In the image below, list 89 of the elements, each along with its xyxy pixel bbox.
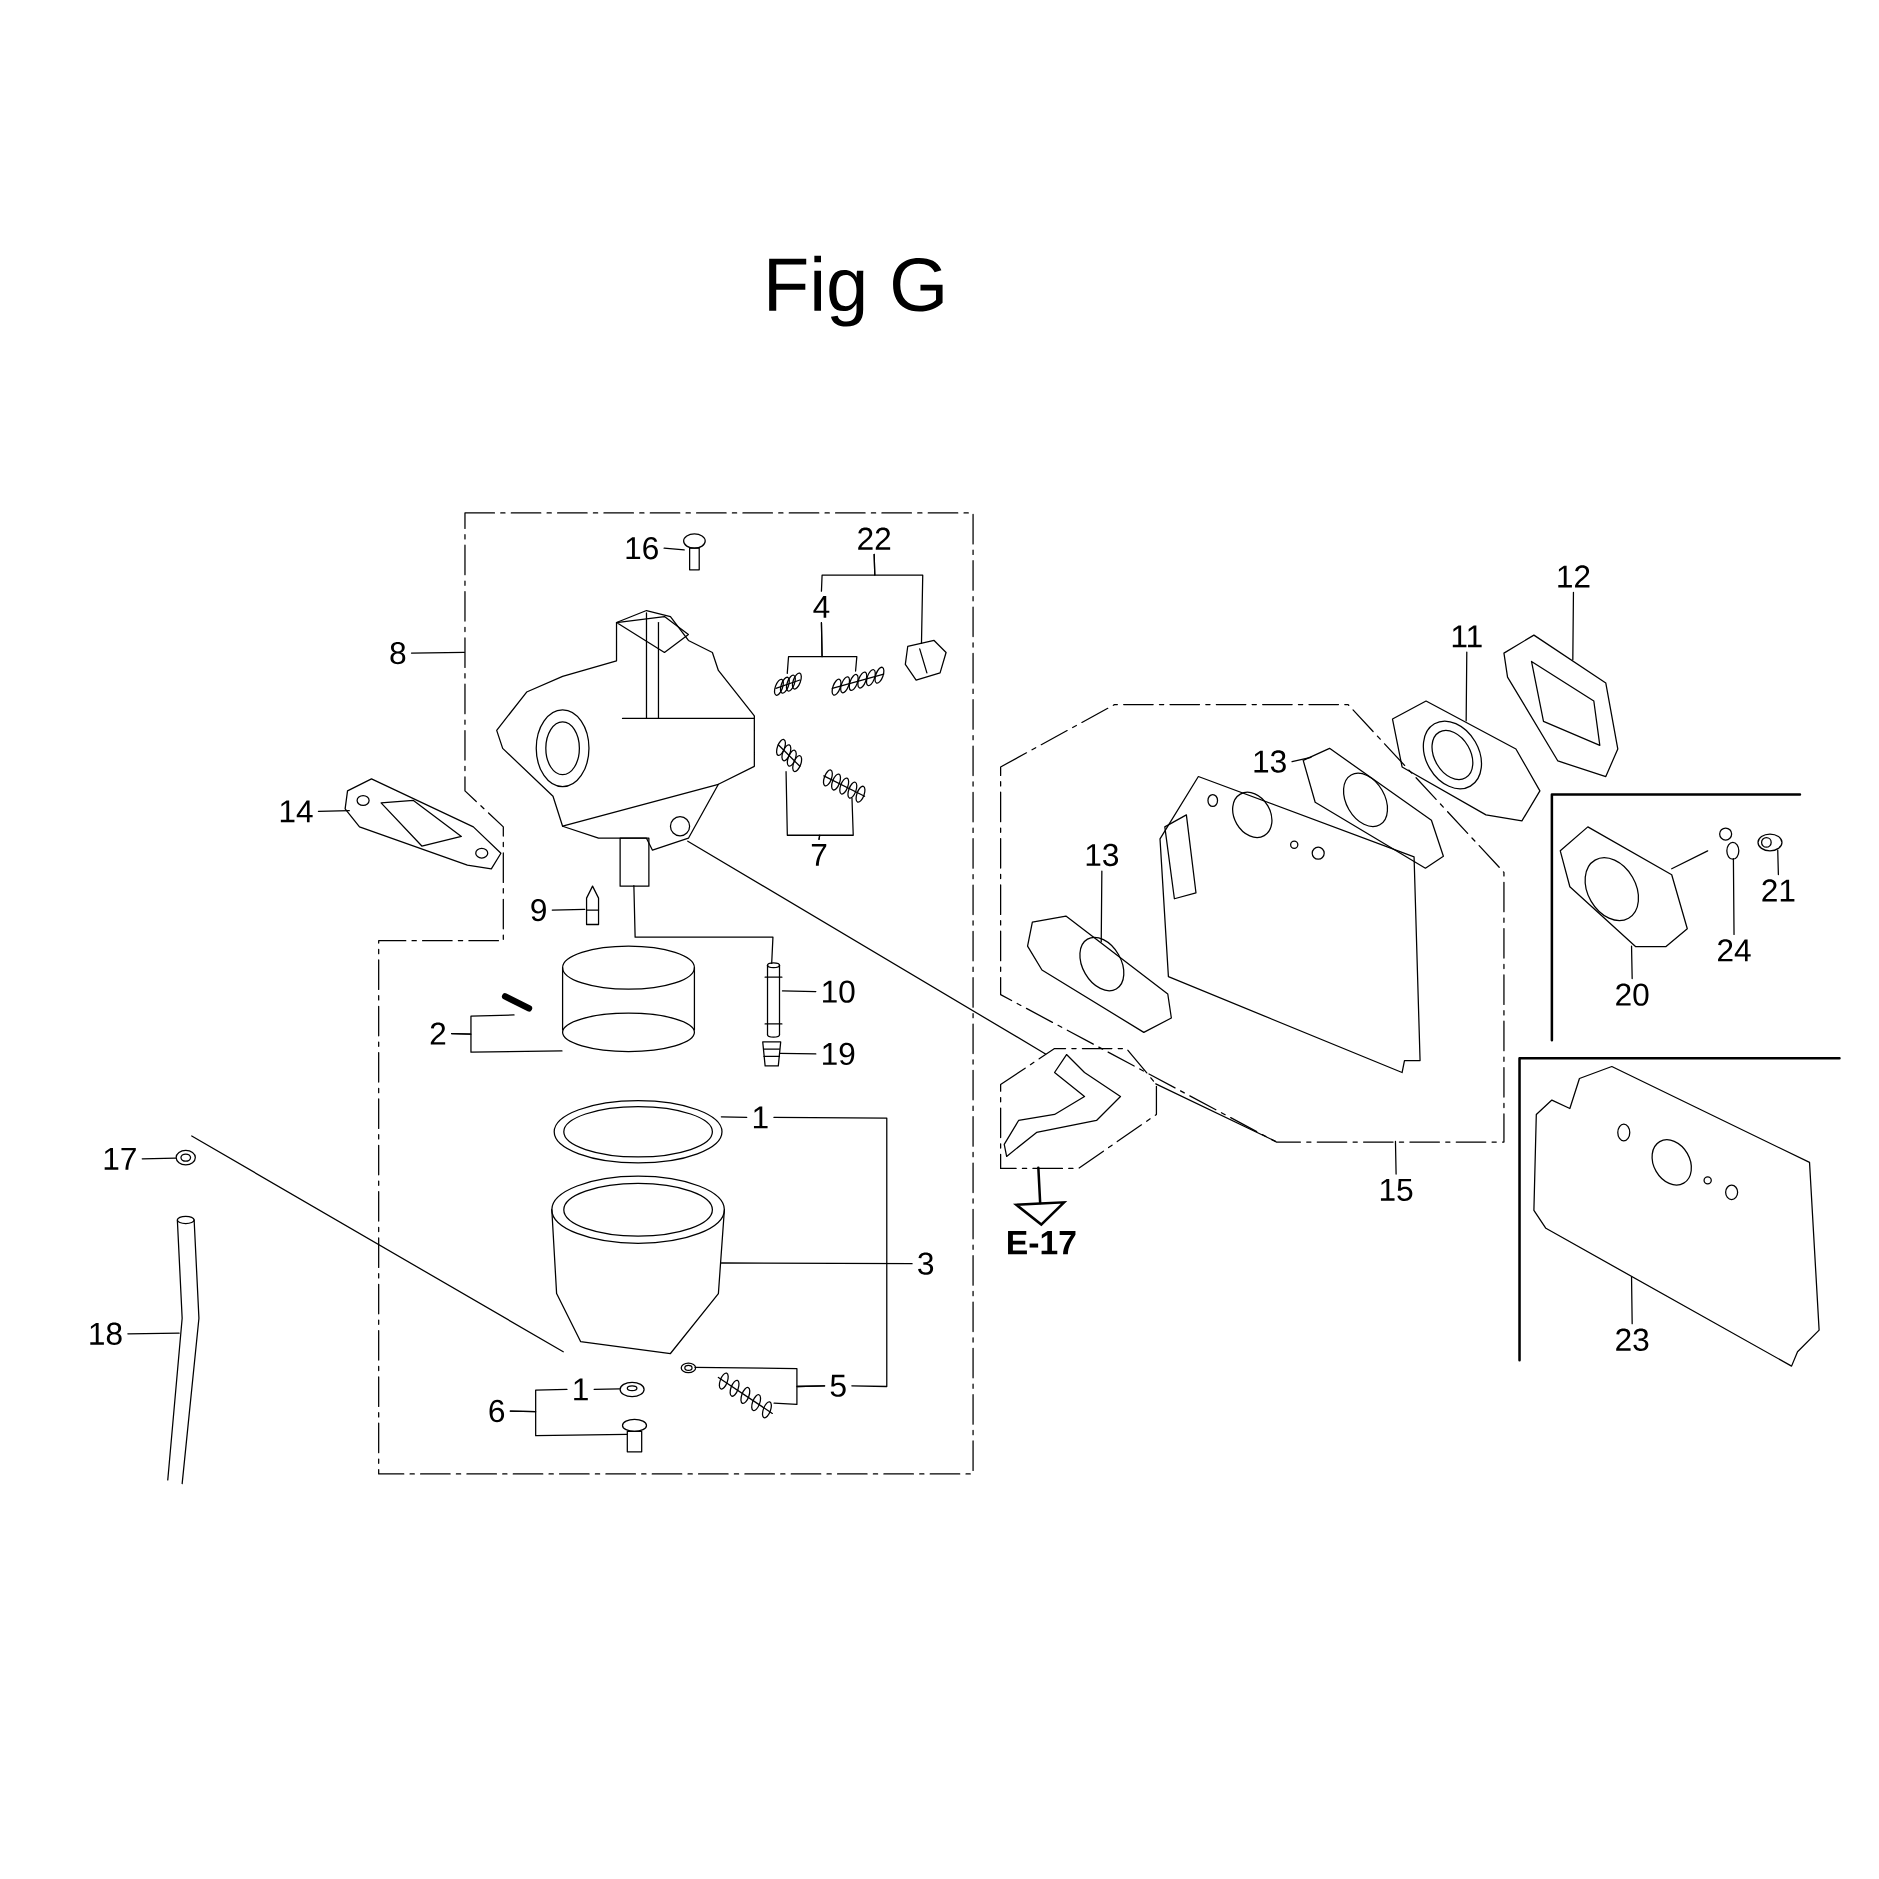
callout-number: 19 bbox=[823, 1042, 855, 1066]
leader-line bbox=[1572, 591, 1575, 661]
dashed-group-outline bbox=[1000, 704, 1505, 1143]
leader-line bbox=[1465, 651, 1468, 722]
leader-line bbox=[818, 797, 854, 840]
dashed-group-outline bbox=[1000, 1047, 1158, 1170]
callout-number: 6 bbox=[489, 1399, 505, 1423]
screw-drawing bbox=[717, 1372, 773, 1419]
callout-number: 21 bbox=[1762, 879, 1795, 902]
tube-drawing bbox=[764, 962, 783, 1038]
callout-number: 8 bbox=[390, 641, 406, 665]
leader-line bbox=[720, 1262, 913, 1265]
callout-number: 3 bbox=[918, 1252, 934, 1275]
leader-line bbox=[663, 547, 685, 551]
hose-drawing bbox=[167, 1215, 200, 1485]
leader-line bbox=[509, 1410, 628, 1437]
callout-number: 23 bbox=[1616, 1328, 1649, 1351]
callout-number: 15 bbox=[1380, 1178, 1413, 1201]
leader-line bbox=[1630, 1276, 1633, 1325]
callout-number: 9 bbox=[531, 898, 546, 922]
o-ring-drawing bbox=[553, 1100, 723, 1164]
plug-drawing bbox=[762, 1041, 782, 1067]
float-bowl-drawing bbox=[551, 1175, 725, 1355]
leader-line bbox=[593, 1388, 621, 1391]
callout-number: 17 bbox=[104, 1147, 136, 1170]
callout-number: 5 bbox=[830, 1374, 846, 1397]
clip-drawing bbox=[175, 1149, 196, 1166]
callout-number: 11 bbox=[1452, 625, 1482, 648]
flange-drawing bbox=[1391, 700, 1541, 822]
callout-number: 12 bbox=[1558, 565, 1590, 588]
spring-drawing bbox=[773, 672, 802, 696]
leader-line bbox=[779, 1052, 817, 1055]
bolt-drawing bbox=[621, 1418, 648, 1453]
leader-line bbox=[1291, 756, 1312, 763]
assembly-line bbox=[633, 884, 774, 965]
leader-line bbox=[127, 1332, 180, 1335]
leader-line bbox=[773, 1116, 888, 1388]
leader-line bbox=[1394, 1140, 1397, 1175]
leader-line bbox=[773, 1385, 826, 1406]
callout-number: 7 bbox=[811, 844, 827, 866]
callout-number: 13 bbox=[1254, 750, 1286, 773]
callout-number: 20 bbox=[1616, 983, 1649, 1006]
carburetor-body-drawing bbox=[496, 609, 755, 887]
gasket-drawing bbox=[1503, 634, 1619, 778]
gasket-drawing bbox=[344, 778, 502, 870]
screw-drawing bbox=[831, 666, 885, 696]
leader-line bbox=[781, 990, 817, 993]
callout-number: 18 bbox=[90, 1322, 122, 1345]
leader-line bbox=[1630, 945, 1633, 980]
callout-number: 13 bbox=[1086, 843, 1119, 867]
plug-drawing bbox=[1757, 833, 1783, 852]
leader-line bbox=[551, 908, 586, 911]
o-ring-drawing bbox=[680, 1362, 697, 1374]
leader-line bbox=[873, 553, 924, 645]
gasket-drawing bbox=[1302, 747, 1445, 869]
callout-number: 1 bbox=[753, 1106, 768, 1129]
flange-drawing bbox=[1559, 826, 1709, 948]
washer-drawing bbox=[619, 1381, 645, 1398]
screw-drawing bbox=[822, 769, 866, 803]
gasket-drawing bbox=[1026, 915, 1172, 1033]
leader-line bbox=[317, 810, 350, 812]
assembly-line bbox=[687, 840, 1047, 1055]
pin-drawing bbox=[1719, 827, 1740, 860]
dashed-group-outline bbox=[378, 512, 974, 1475]
leader-line bbox=[141, 1157, 177, 1160]
callout-number: 14 bbox=[280, 800, 313, 823]
callout-number: E-17 bbox=[1008, 1231, 1076, 1255]
callout-number: 24 bbox=[1718, 939, 1751, 962]
leader-line bbox=[410, 651, 465, 654]
cap-drawing bbox=[904, 639, 947, 681]
callout-number: 2 bbox=[430, 1022, 446, 1045]
leader-line bbox=[1100, 870, 1103, 943]
callout-number: 1 bbox=[574, 1378, 588, 1401]
screw-drawing bbox=[683, 533, 706, 571]
leader-line bbox=[1777, 849, 1779, 876]
callout-number: 4 bbox=[813, 596, 830, 618]
leader-line bbox=[820, 622, 858, 672]
callout-number: 10 bbox=[823, 980, 855, 1003]
leader-line bbox=[450, 1032, 563, 1053]
spring-drawing bbox=[775, 738, 803, 773]
figure-title: Fig G bbox=[769, 255, 943, 327]
leader-line bbox=[1732, 857, 1735, 936]
pin-drawing bbox=[501, 993, 533, 1012]
cover-drawing bbox=[561, 945, 696, 1053]
callout-number: 16 bbox=[626, 537, 658, 560]
callout-number: 22 bbox=[858, 527, 891, 550]
leader-line bbox=[720, 1116, 748, 1119]
assembly-line bbox=[1155, 1083, 1277, 1143]
needle-drawing bbox=[585, 885, 600, 926]
